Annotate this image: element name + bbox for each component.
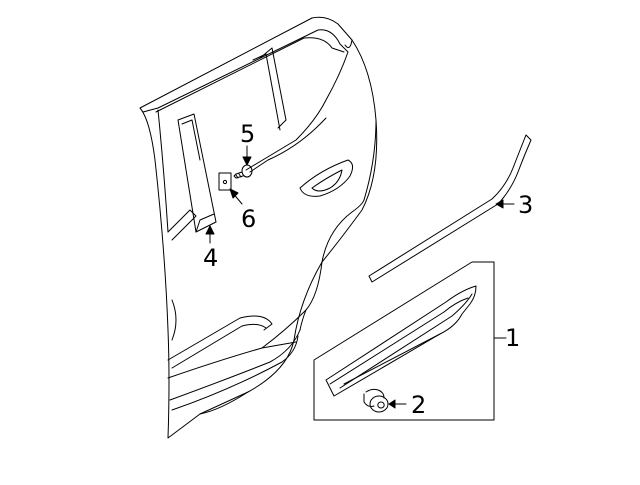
- callout-6: 6: [241, 205, 256, 233]
- callout-2: 2: [411, 391, 426, 419]
- clip-part: [363, 388, 389, 413]
- callout-1: 1: [505, 324, 520, 352]
- kit-box: [313, 261, 495, 421]
- callout-labels: 1 2 3 4 5 6: [203, 120, 533, 419]
- screw-part: [233, 164, 253, 179]
- leader-lines: [205, 145, 515, 409]
- rear-door: [139, 16, 378, 439]
- bracket-part: [218, 172, 232, 191]
- callout-4: 4: [203, 244, 218, 272]
- callout-5: 5: [240, 120, 255, 148]
- pillar-applique-part: [177, 113, 217, 233]
- callout-3: 3: [518, 191, 533, 219]
- door-molding-part: [325, 285, 477, 397]
- weatherstrip-part: [368, 134, 532, 283]
